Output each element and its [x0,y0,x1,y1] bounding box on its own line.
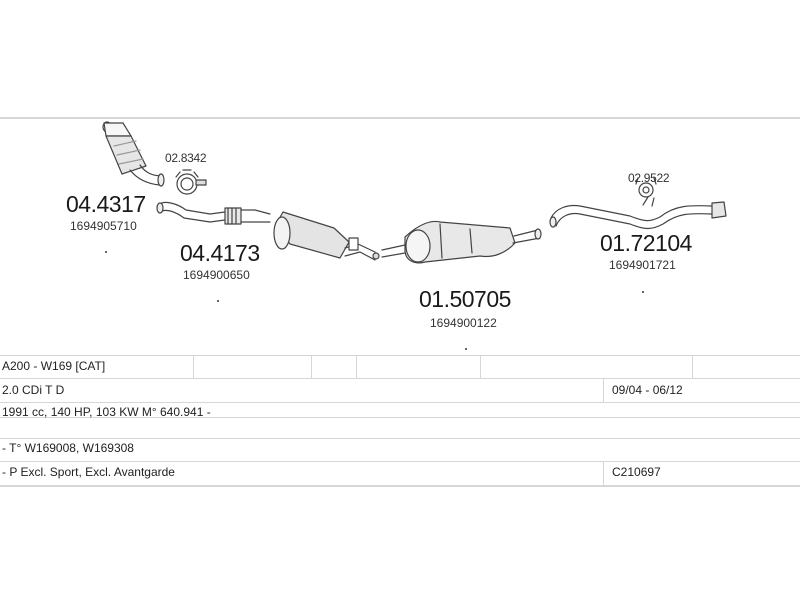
part-number-hanger: 02.9522 [628,171,670,185]
vehicle-engine: 2.0 CDi T D [2,383,65,397]
part-number-catalytic-converter: 04.4317 [66,191,146,217]
part-tail-pipe-drawing [549,196,727,230]
marker-dot [642,291,644,293]
vehicle-exclusions: - P Excl. Sport, Excl. Avantgarde [2,465,175,479]
table-column-divider [603,461,604,485]
vehicle-spec: 1991 cc, 140 HP, 103 KW M° 640.941 - [2,405,211,419]
vehicle-types: - T° W169008, W169308 [2,441,134,455]
part-number-tail-pipe: 01.72104 [600,230,692,256]
marker-dot [217,300,219,302]
oem-number-catalytic-converter: 1694905710 [70,219,137,233]
part-rear-silencer-drawing [381,220,542,264]
table-row-border [0,438,800,439]
table-row-border [0,355,800,356]
table-column-divider [311,355,312,378]
vehicle-code: C210697 [612,465,661,479]
vehicle-years: 09/04 - 06/12 [612,383,683,397]
oem-number-tail-pipe: 1694901721 [609,258,676,272]
table-column-divider [356,355,357,378]
marker-dot [105,251,107,253]
part-number-front-pipe: 04.4173 [180,240,260,266]
table-column-divider [480,355,481,378]
table-column-divider [603,378,604,402]
part-hanger-drawing [635,177,657,198]
table-column-divider [193,355,194,378]
table-row-border [0,402,800,403]
marker-dot [465,348,467,350]
table-row-border [0,417,800,418]
part-catalytic-converter-drawing [102,121,165,187]
oem-number-front-pipe: 1694900650 [183,268,250,282]
part-middle-section-drawing [273,211,380,261]
table-row-border [0,378,800,379]
table-bottom-border [0,485,800,487]
table-row-border [0,461,800,462]
oem-number-rear-silencer: 1694900122 [430,316,497,330]
part-clamp-ring-drawing [175,169,207,195]
diagram-top-border [0,117,800,119]
part-number-rear-silencer: 01.50705 [419,286,511,312]
table-column-divider [692,355,693,378]
part-number-clamp-ring: 02.8342 [165,151,207,165]
part-front-pipe-drawing [156,201,271,225]
exhaust-parts-drawing [102,121,727,264]
vehicle-model: A200 - W169 [CAT] [2,359,106,373]
